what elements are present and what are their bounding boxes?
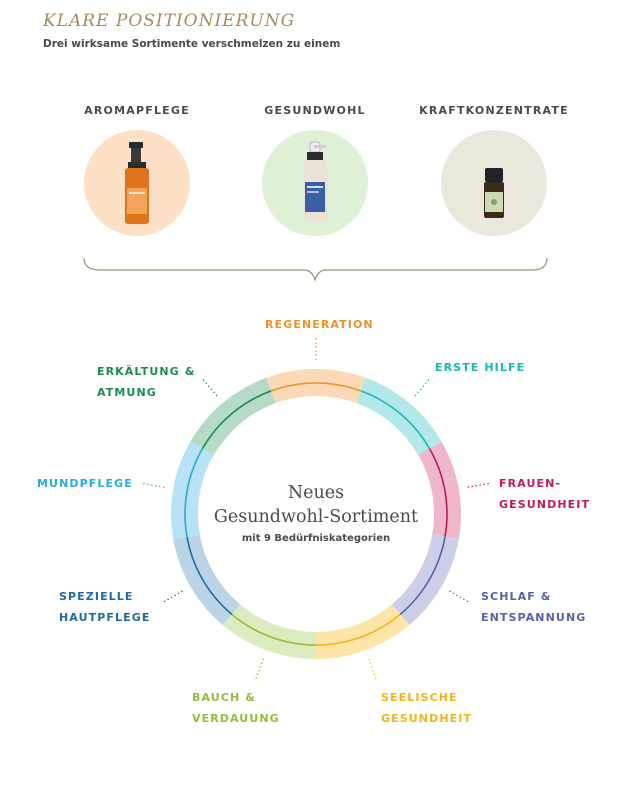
ring-line-erste-hilfe bbox=[360, 390, 431, 449]
section-subtitle: Drei wirksame Sortimente verschmelzen zu… bbox=[43, 38, 341, 50]
range-circle-kraftkonzentrate bbox=[441, 130, 547, 236]
connector-bauch-verdauung bbox=[254, 658, 264, 682]
ring-line-frauengesundheit bbox=[428, 448, 448, 537]
ring-line-seelische-gesundheit bbox=[315, 613, 401, 646]
category-label-schlaf-entspannung: SCHLAF & ENTSPANNUNG bbox=[481, 590, 587, 624]
ring-segment-frauengesundheit bbox=[418, 441, 461, 540]
pump-bottle-icon bbox=[125, 142, 149, 224]
ring-segment-erste-hilfe bbox=[356, 377, 442, 455]
range-circle-aromapflege bbox=[84, 130, 190, 236]
connector-schlaf bbox=[449, 590, 471, 604]
connector-erste-hilfe bbox=[414, 377, 431, 397]
category-label-bauch-verdauung: BAUCH & VERDAUUNG bbox=[192, 691, 280, 725]
category-label-seelische-gesundheit: SEELISCHE GESUNDHEIT bbox=[381, 691, 473, 725]
ring-segment-regeneration bbox=[266, 369, 366, 404]
ring-line-spezielle-hautpflege bbox=[186, 536, 233, 615]
category-label-frauengesundheit: FRAUEN- GESUNDHEIT bbox=[499, 477, 591, 511]
center-subtitle: mit 9 Bedürfniskategorien bbox=[241, 533, 391, 544]
dropper-vial-icon bbox=[484, 168, 504, 218]
connector-erkaeltung-atmung bbox=[201, 377, 218, 397]
center-title-line1: Neues bbox=[287, 483, 345, 503]
range-label-kraftkonzentrate: KRAFTKONZENTRATE bbox=[419, 104, 569, 117]
section-kicker: KLARE POSITIONIERUNG bbox=[43, 11, 296, 31]
curly-brace bbox=[83, 257, 548, 283]
range-label-aromapflege: AROMAPFLEGE bbox=[84, 104, 190, 117]
category-label-spezielle-hautpflege: SPEZIELLE HAUTPFLEGE bbox=[59, 590, 151, 624]
ring-segment-erkaeltung-atmung bbox=[190, 377, 276, 455]
spray-bottle-icon bbox=[303, 141, 327, 222]
ring-line-bauch-verdauung bbox=[231, 613, 317, 646]
ring-segment-mundpflege bbox=[171, 441, 214, 540]
category-label-regeneration: REGENERATION bbox=[265, 318, 374, 331]
connector-spezielle-hautpflege bbox=[161, 590, 183, 604]
connector-mundpflege bbox=[140, 482, 165, 488]
category-label-erste-hilfe: ERSTE HILFE bbox=[435, 361, 526, 374]
center-title-line2: Gesundwohl-Sortiment bbox=[213, 507, 419, 527]
ring-segment-bauch-verdauung bbox=[222, 604, 316, 659]
ring-line-regeneration bbox=[270, 382, 362, 392]
ring-segment-seelische-gesundheit bbox=[316, 604, 410, 659]
connector-seelische-gesundheit bbox=[368, 658, 378, 682]
connector-frauengesundheit bbox=[467, 482, 492, 488]
range-circle-gesundwohl bbox=[262, 130, 368, 236]
ring-line-erkaeltung-atmung bbox=[201, 390, 272, 449]
category-label-erkaeltung-atmung: ERKÄLTUNG & ATMUNG bbox=[97, 365, 196, 399]
ring-line-schlaf bbox=[399, 536, 446, 615]
ring-line-mundpflege bbox=[184, 448, 204, 537]
ring-segment-schlaf bbox=[391, 534, 459, 626]
ring-segment-spezielle-hautpflege bbox=[173, 534, 241, 626]
range-label-gesundwohl: GESUNDWOHL bbox=[264, 104, 366, 117]
category-label-mundpflege: MUNDPFLEGE bbox=[37, 477, 133, 490]
